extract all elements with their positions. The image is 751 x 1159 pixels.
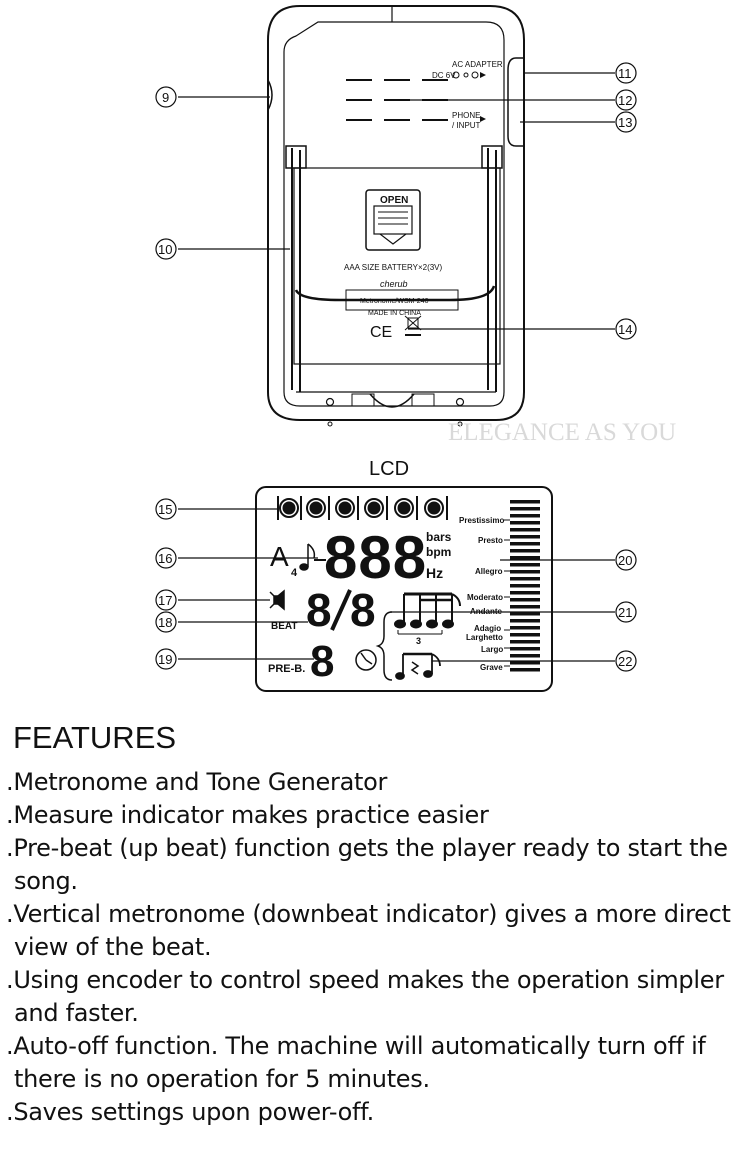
callout-18: 18 <box>158 615 172 630</box>
speaker-icon <box>269 589 285 611</box>
callout-20: 20 <box>618 553 632 568</box>
tempo-prestissimo: Prestissimo <box>459 516 504 525</box>
ac-adapter-line2: DC 6V <box>432 71 456 80</box>
callout-11: 11 <box>618 66 632 81</box>
callout-15: 15 <box>158 502 172 517</box>
features-list: .Metronome and Tone Generator .Measure i… <box>0 766 751 1129</box>
callout-14: 14 <box>618 322 632 337</box>
beat-label: BEAT <box>271 621 297 632</box>
pre-beat-label: PRE-B. <box>268 663 305 675</box>
callout-19: 19 <box>158 652 172 667</box>
feature-item: .Vertical metronome (downbeat indicator)… <box>6 900 731 961</box>
callout-22: 22 <box>618 654 632 669</box>
lcd-title: LCD <box>369 458 409 480</box>
pre-beat-digit: 8 <box>310 637 334 686</box>
features-heading: FEATURES <box>13 720 177 755</box>
callout-17: 17 <box>158 593 172 608</box>
tempo-moderato: Moderato <box>467 593 503 602</box>
callout-16: 16 <box>158 551 172 566</box>
tempo-bar-meter <box>510 500 540 672</box>
callout-13: 13 <box>618 115 632 130</box>
device-callouts <box>155 62 637 340</box>
battery-label: AAA SIZE BATTERY×2(3V) <box>344 263 443 272</box>
tempo-largo: Largo <box>481 645 503 654</box>
brand-label: cherub <box>380 279 408 289</box>
rhythm-brace <box>375 611 393 681</box>
feature-item: .Pre-beat (up beat) function gets the pl… <box>6 834 728 895</box>
tempo-grave: Grave <box>480 663 503 672</box>
tempo-larghetto: Larghetto <box>466 633 503 642</box>
callout-21: 21 <box>618 605 632 620</box>
feature-item: .Auto-off function. The machine will aut… <box>6 1032 706 1093</box>
triplet-label: 3 <box>416 636 421 646</box>
callout-12: 12 <box>618 93 632 108</box>
auto-off-clock-icon <box>355 649 377 671</box>
note-octave: 4 <box>291 567 298 579</box>
open-label: OPEN <box>380 195 408 206</box>
product-diagram: AC ADAPTER DC 6V PHONE / INPUT OPEN AAA … <box>155 5 676 692</box>
features-section: FEATURES .Metronome and Tone Generator .… <box>0 720 751 1129</box>
feature-item: .Measure indicator makes practice easier <box>6 801 489 829</box>
device-back <box>267 5 525 427</box>
ce-mark: CE <box>370 324 392 341</box>
rhythm-notes-icon <box>394 592 461 635</box>
phone-label: PHONE <box>452 111 480 120</box>
note-letter: A <box>270 541 289 572</box>
lcd-callouts <box>155 498 637 672</box>
callout-10: 10 <box>158 242 172 257</box>
eighth-note-icon <box>299 543 316 571</box>
made-in-label: MADE IN CHINA <box>368 310 421 317</box>
tempo-allegro: Allegro <box>475 567 503 576</box>
watermark-text: ELEGANCE AS YOU <box>448 419 676 446</box>
polarity-icon <box>452 71 479 79</box>
unit-bars: bars <box>426 530 452 544</box>
unit-hz: Hz <box>426 565 443 581</box>
unit-bpm: bpm <box>426 545 451 559</box>
feature-item: .Metronome and Tone Generator <box>6 768 388 796</box>
tempo-adagio: Adagio <box>474 624 501 633</box>
lcd-frame <box>255 486 553 692</box>
model-label: Metronome/WSM-240 <box>360 298 429 305</box>
tempo-digits: 888 <box>324 524 427 591</box>
beat-numerator: 8 <box>306 584 332 636</box>
ac-adapter-label: AC ADAPTER <box>452 60 503 69</box>
tempo-presto: Presto <box>478 536 503 545</box>
feature-item: .Using encoder to control speed makes th… <box>6 966 724 1027</box>
weee-bin-icon <box>404 315 422 336</box>
beat-slash <box>330 589 352 631</box>
beat-denominator: 8 <box>350 584 376 636</box>
feature-item: .Saves settings upon power-off. <box>6 1098 374 1126</box>
input-label: / INPUT <box>452 121 481 130</box>
tempo-tick-lines <box>504 519 510 667</box>
swing-rest-notes-icon <box>395 652 441 680</box>
beat-indicator-dots <box>277 496 448 520</box>
callout-9: 9 <box>162 90 169 105</box>
